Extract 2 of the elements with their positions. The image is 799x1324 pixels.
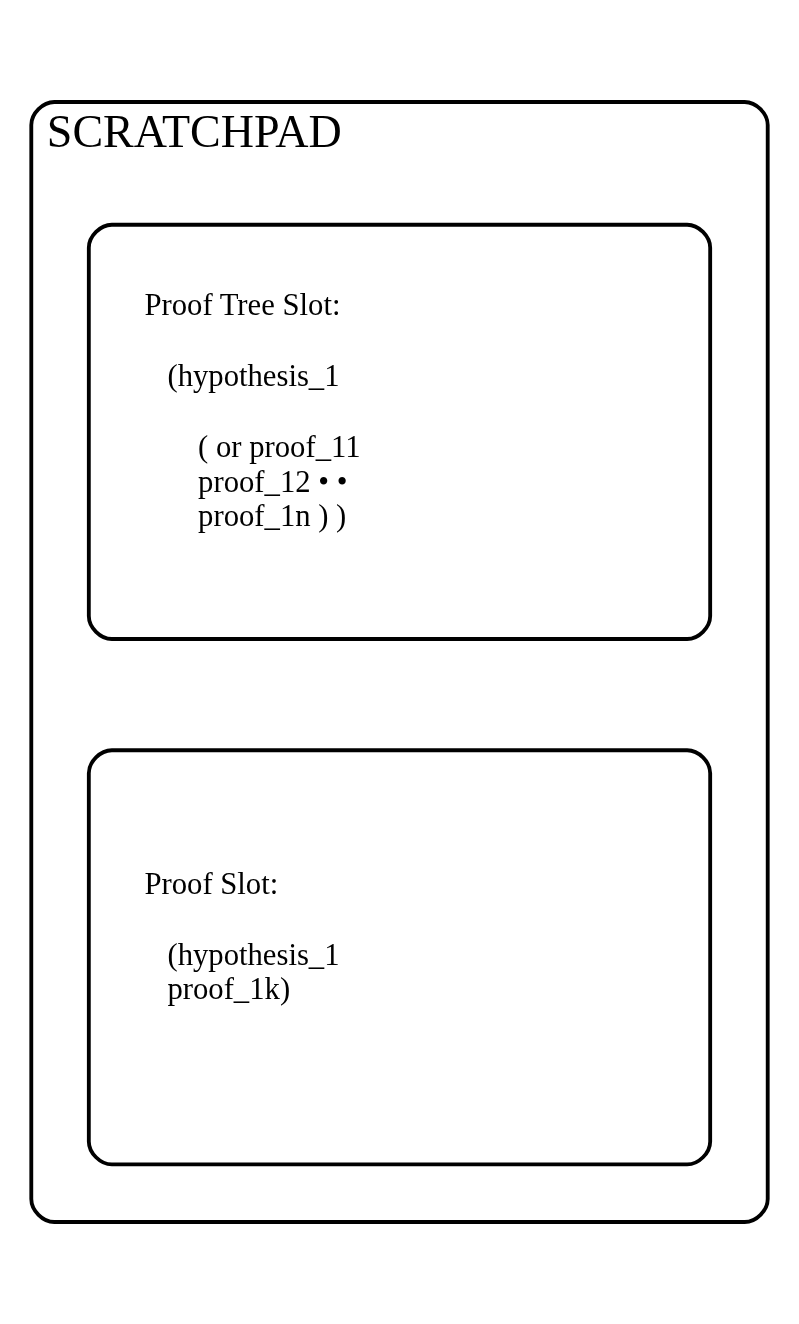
node-box: Proof Slot: (hypothesis_1 proof_1k) <box>86 748 713 1167</box>
node-box: Proof Tree Slot: (hypothesis_1 ( or proof_11 proof_12 • • proof_1n ) ) <box>86 222 713 641</box>
